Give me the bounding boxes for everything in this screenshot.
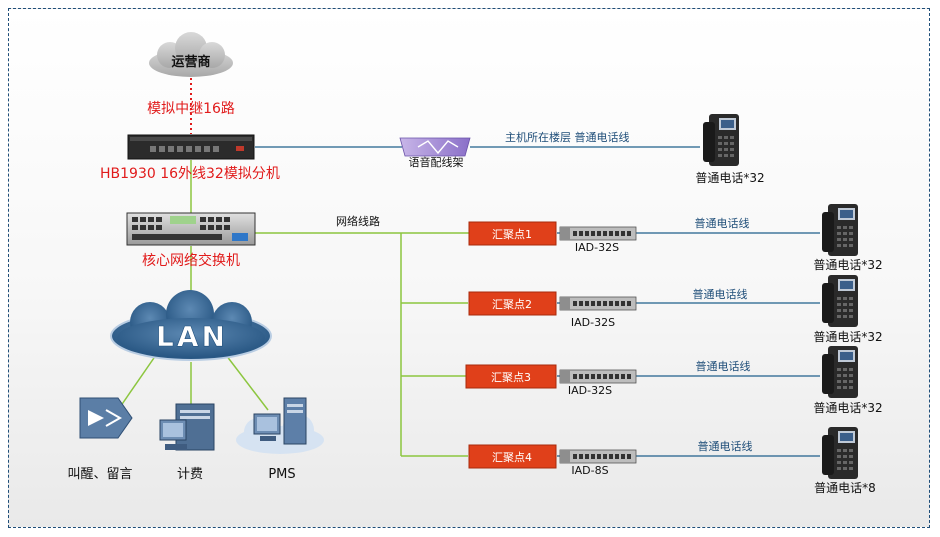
hub-3-box — [465, 364, 557, 389]
iad-3-icon — [559, 369, 637, 384]
phone-3-icon — [822, 346, 858, 398]
host-floor-line-label: 主机所在楼层 普通电话线 — [505, 130, 630, 144]
hub-1-label: 汇聚点1 — [492, 228, 532, 241]
lan-label: LAN — [156, 320, 228, 353]
pbx-device-icon — [127, 134, 255, 160]
mdf-label: 语音配线架 — [409, 155, 464, 169]
branch-2: 汇聚点2 IAD-32S 普通电话线 普通电话*32 — [468, 275, 883, 344]
phone-2-icon — [822, 275, 858, 327]
network-line-label: 网络线路 — [336, 214, 380, 228]
phones-1-label: 普通电话*32 — [813, 258, 882, 272]
wakeup-label: 叫醒、留言 — [67, 467, 132, 482]
branch-4-line-label: 普通电话线 — [698, 439, 753, 453]
lan-pms-line — [225, 354, 269, 411]
pms-label: PMS — [268, 467, 295, 482]
phones-main-label: 普通电话*32 — [695, 171, 764, 185]
iad-2-label: IAD-32S — [571, 316, 615, 329]
lan-cloud-icon — [110, 290, 272, 361]
mdf-icon — [399, 137, 471, 157]
carrier-label: 运营商 — [171, 54, 210, 70]
pms-server-icon — [236, 397, 324, 454]
wakeup-server-icon — [79, 397, 133, 439]
iad-4-label: IAD-8S — [571, 464, 608, 477]
carrier-cloud-icon — [149, 32, 233, 77]
pbx-label: HB1930 16外线32模拟分机 — [100, 166, 280, 182]
hub-4-box — [468, 444, 557, 469]
billing-computer-icon — [159, 403, 215, 451]
billing-label: 计费 — [177, 467, 203, 482]
phones-2-label: 普通电话*32 — [813, 330, 882, 344]
branch-3: 汇聚点3 IAD-32S 普通电话线 普通电话*32 — [465, 346, 883, 415]
branch-1: 汇聚点1 IAD-32S 普通电话线 普通电话*32 — [468, 204, 883, 272]
phone-main-icon — [703, 114, 739, 166]
branch-2-line-label: 普通电话线 — [693, 287, 748, 301]
hub-1-box — [468, 221, 557, 246]
iad-1-label: IAD-32S — [575, 241, 619, 254]
core-switch-label: 核心网络交换机 — [142, 252, 240, 269]
phones-3-label: 普通电话*32 — [813, 401, 882, 415]
diagram-frame — [8, 8, 930, 528]
iad-4-icon — [559, 449, 637, 464]
iad-3-label: IAD-32S — [568, 384, 612, 397]
phone-4-icon — [822, 427, 858, 479]
core-switch-icon — [126, 212, 256, 246]
branch-4: 汇聚点4 IAD-8S 普通电话线 普通电话*8 — [468, 427, 876, 495]
branch-1-line-label: 普通电话线 — [695, 216, 750, 230]
hub-2-box — [468, 291, 557, 316]
hub-2-label: 汇聚点2 — [492, 298, 532, 311]
phones-4-label: 普通电话*8 — [814, 481, 876, 495]
iad-1-icon — [559, 226, 637, 241]
lan-wakeup-line — [117, 354, 157, 411]
phone-1-icon — [822, 204, 858, 256]
branch-3-line-label: 普通电话线 — [696, 359, 751, 373]
trunk-label: 模拟中继16路 — [147, 101, 235, 117]
iad-2-icon — [559, 296, 637, 311]
hub-4-label: 汇聚点4 — [492, 451, 532, 464]
hub-3-label: 汇聚点3 — [491, 371, 531, 384]
